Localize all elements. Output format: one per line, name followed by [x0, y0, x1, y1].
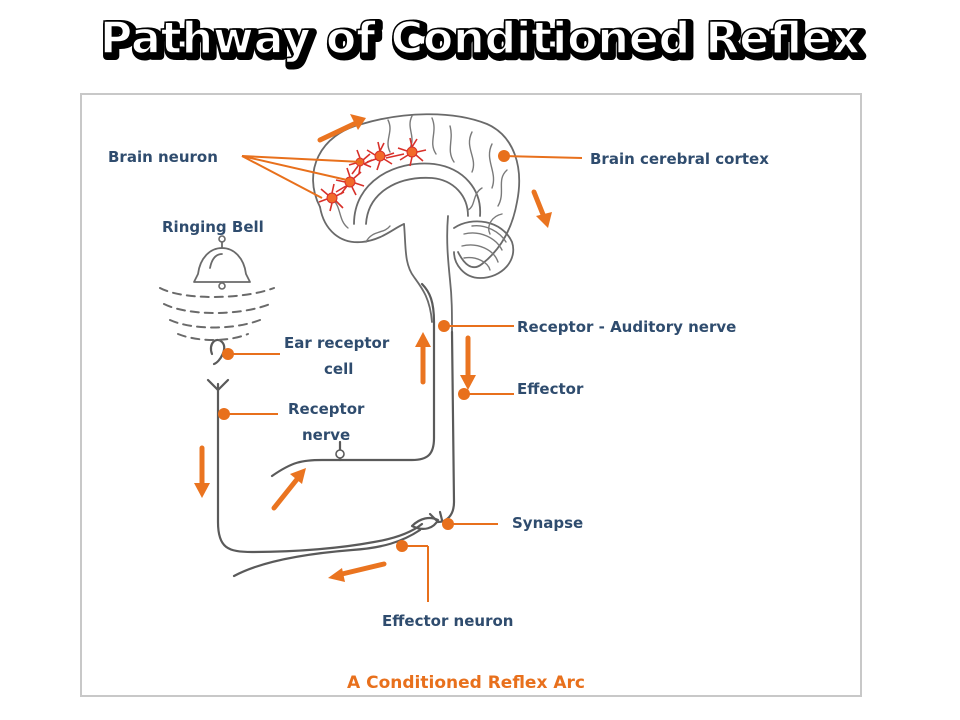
- auditory-nerve-leader: [438, 320, 514, 332]
- neuron-cell: [366, 141, 395, 171]
- label-receptor-nerve-line2: nerve: [302, 426, 350, 444]
- title-text: Pathway of Conditioned Reflex: [100, 13, 860, 64]
- synapse-leader: [442, 518, 498, 530]
- label-effector-neuron: Effector neuron: [382, 612, 513, 630]
- label-brain-neuron: Brain neuron: [108, 148, 218, 166]
- slide-title: Pathway of Conditioned Reflex Pathway of…: [99, 12, 867, 71]
- title-shadow: Pathway of Conditioned Reflex: [103, 16, 863, 67]
- receptor-nerve-leader: [218, 408, 278, 420]
- figure-caption: A Conditioned Reflex Arc: [347, 673, 585, 693]
- arrow-cortex-top: [317, 114, 366, 143]
- cortex-leader: [498, 150, 583, 162]
- effector-neuron-leader: [396, 540, 429, 602]
- ear-receptor-shape: [209, 338, 226, 366]
- arrow-efferent-down: [460, 335, 476, 390]
- label-synapse: Synapse: [512, 514, 583, 532]
- arrow-afferent-up: [415, 332, 431, 385]
- figure-frame: Brain neuron Brain cerebral cortex Ringi…: [80, 93, 862, 697]
- label-effector: Effector: [517, 380, 584, 398]
- arrow-effector-left: [328, 561, 387, 582]
- arrow-receptor-up: [271, 468, 306, 511]
- label-ear-receptor-line2: cell: [324, 360, 353, 378]
- sound-waves: [159, 287, 275, 341]
- brain-neuron-leaders: [241, 155, 363, 199]
- label-brain-cortex: Brain cerebral cortex: [590, 150, 769, 168]
- label-receptor-nerve-line1: Receptor: [288, 400, 365, 418]
- neuron-cell: [335, 167, 365, 196]
- neuron-cell: [397, 137, 427, 167]
- ringing-bell-icon: [193, 235, 251, 290]
- neuron-cell: [348, 149, 372, 175]
- arrow-cortex-down: [531, 189, 552, 228]
- label-receptor-auditory: Receptor - Auditory nerve: [517, 318, 736, 336]
- ear-receptor-leader: [222, 348, 280, 360]
- brain-neuron-cluster: [318, 137, 427, 212]
- label-ear-receptor-line1: Ear receptor: [284, 334, 390, 352]
- neuron-cell: [318, 183, 345, 212]
- label-ringing-bell: Ringing Bell: [162, 218, 264, 236]
- reflex-arc-diagram: Brain neuron Brain cerebral cortex Ringi…: [108, 113, 769, 693]
- effector-leader: [458, 388, 514, 400]
- ganglion-marker: [335, 449, 345, 459]
- brain-illustration: [312, 113, 521, 333]
- arrow-receptor-down: [194, 445, 210, 498]
